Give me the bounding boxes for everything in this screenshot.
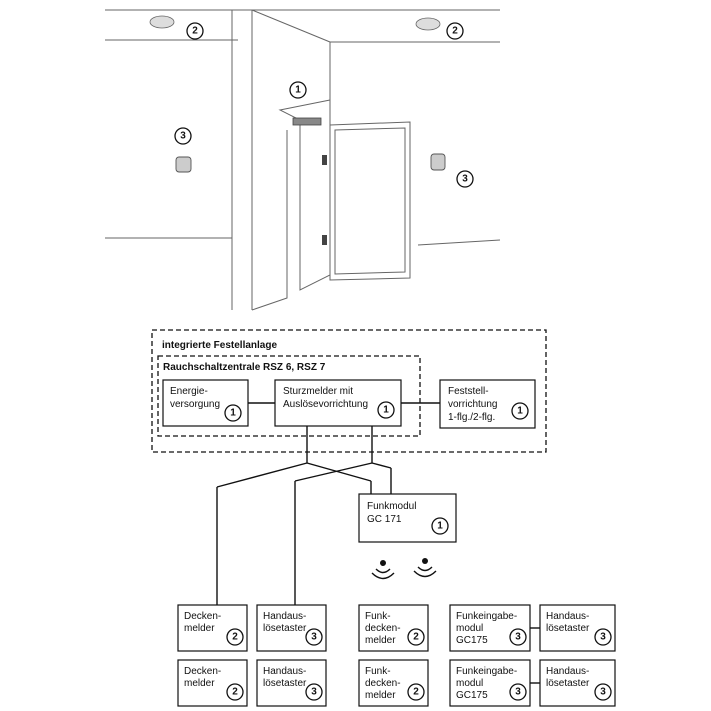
svg-text:vorrichtung: vorrichtung (448, 399, 497, 410)
device-label: modul (456, 623, 483, 634)
device-label: decken- (365, 678, 401, 689)
svg-text:2: 2 (452, 26, 458, 37)
marker-wall-right: 3 (456, 170, 474, 188)
marker-number: 2 (413, 687, 419, 698)
device-label: GC175 (456, 635, 488, 646)
device-label: lösetaster (546, 678, 590, 689)
device-label: Funk- (365, 611, 391, 622)
integrated-system-frame (151, 329, 547, 453)
marker-number: 2 (413, 632, 419, 643)
device-label: Funkeingabe- (456, 611, 517, 622)
marker-number: 2 (232, 687, 238, 698)
svg-text:3: 3 (462, 174, 468, 185)
device-label: Handaus- (546, 611, 589, 622)
marker-door-closer: 1 (289, 81, 307, 99)
device-label: melder (184, 623, 215, 634)
svg-text:1: 1 (437, 521, 443, 532)
manual-call-point-icon (175, 156, 192, 173)
svg-text:versorgung: versorgung (170, 399, 220, 410)
manual-release-button-box: Handaus-lösetaster 3 (256, 604, 327, 652)
device-label: Funkeingabe- (456, 666, 517, 677)
marker-ceiling-left: 2 (186, 22, 204, 40)
marker-number: 3 (600, 687, 606, 698)
wiring (216, 426, 392, 605)
svg-text:3: 3 (180, 131, 186, 142)
integrated-system-title: integrierte Festellanlage (162, 340, 277, 351)
radio-ceiling-detector-box: Funk-decken-melder 2 (358, 604, 429, 652)
radio-module-box: Funkmodul GC 171 1 (358, 493, 457, 543)
device-label: Handaus- (263, 611, 306, 622)
smoke-detector-icon (149, 15, 175, 29)
manual-release-button-box: Handaus-lösetaster 3 (256, 659, 327, 707)
marker-number: 3 (515, 632, 521, 643)
device-label: lösetaster (263, 678, 307, 689)
svg-text:1-flg./2-flg.: 1-flg./2-flg. (448, 412, 495, 423)
device-label: Decken- (184, 666, 221, 677)
device-label: Handaus- (546, 666, 589, 677)
device-label: melder (365, 635, 396, 646)
svg-text:1: 1 (517, 406, 523, 417)
ceiling-detector-box: Decken-melder 2 (177, 604, 248, 652)
central-unit-frame (157, 355, 421, 437)
ceiling-detector-box: Decken-melder 2 (177, 659, 248, 707)
device-row-1: Decken-melder 2 Handaus-lösetaster 3 Funk-de… (177, 604, 616, 652)
svg-text:1: 1 (230, 408, 236, 419)
central-unit-title: Rauchschaltzentrale RSZ 6, RSZ 7 (163, 362, 326, 373)
device-label: melder (365, 690, 396, 701)
svg-text:Sturzmelder mit: Sturzmelder mit (283, 386, 353, 397)
svg-text:Auslösevorrichtung: Auslösevorrichtung (283, 399, 368, 410)
manual-release-button-box: Handaus-lösetaster 3 (539, 604, 616, 652)
marker-number: 3 (515, 687, 521, 698)
marker-number: 3 (311, 687, 317, 698)
manual-release-button-box: Handaus-lösetaster 3 (539, 659, 616, 707)
radio-wave-icon (371, 560, 395, 580)
radio-ceiling-detector-box: Funk-decken-melder 2 (358, 659, 429, 707)
device-label: GC175 (456, 690, 488, 701)
svg-text:Feststell-: Feststell- (448, 386, 489, 397)
smoke-detector-box: Sturzmelder mit Auslösevorrichtung 1 (274, 379, 402, 427)
svg-text:2: 2 (192, 26, 198, 37)
device-label: Decken- (184, 611, 221, 622)
device-label: Handaus- (263, 666, 306, 677)
manual-call-point-icon (430, 153, 446, 171)
marker-wall-left: 3 (174, 127, 192, 145)
marker-number: 2 (232, 632, 238, 643)
device-label: Funk- (365, 666, 391, 677)
hold-open-device-box: Feststell- vorrichtung 1-flg./2-flg. 1 (439, 379, 536, 429)
svg-text:GC 171: GC 171 (367, 514, 402, 525)
svg-text:1: 1 (383, 405, 389, 416)
device-label: decken- (365, 623, 401, 634)
svg-text:Funkmodul: Funkmodul (367, 501, 416, 512)
smoke-detector-icon (415, 17, 441, 31)
marker-number: 3 (600, 632, 606, 643)
room-illustration (105, 9, 501, 311)
marker-number: 3 (311, 632, 317, 643)
radio-wave-icon (413, 558, 437, 578)
svg-text:1: 1 (295, 85, 301, 96)
device-label: lösetaster (263, 623, 307, 634)
marker-ceiling-right: 2 (446, 22, 464, 40)
device-label: lösetaster (546, 623, 590, 634)
svg-text:Energie-: Energie- (170, 386, 208, 397)
device-label: melder (184, 678, 215, 689)
energy-supply-box: Energie- versorgung 1 (162, 379, 249, 427)
device-label: modul (456, 678, 483, 689)
device-row-2: Decken-melder 2 Handaus-lösetaster 3 Funk-de… (177, 659, 616, 707)
